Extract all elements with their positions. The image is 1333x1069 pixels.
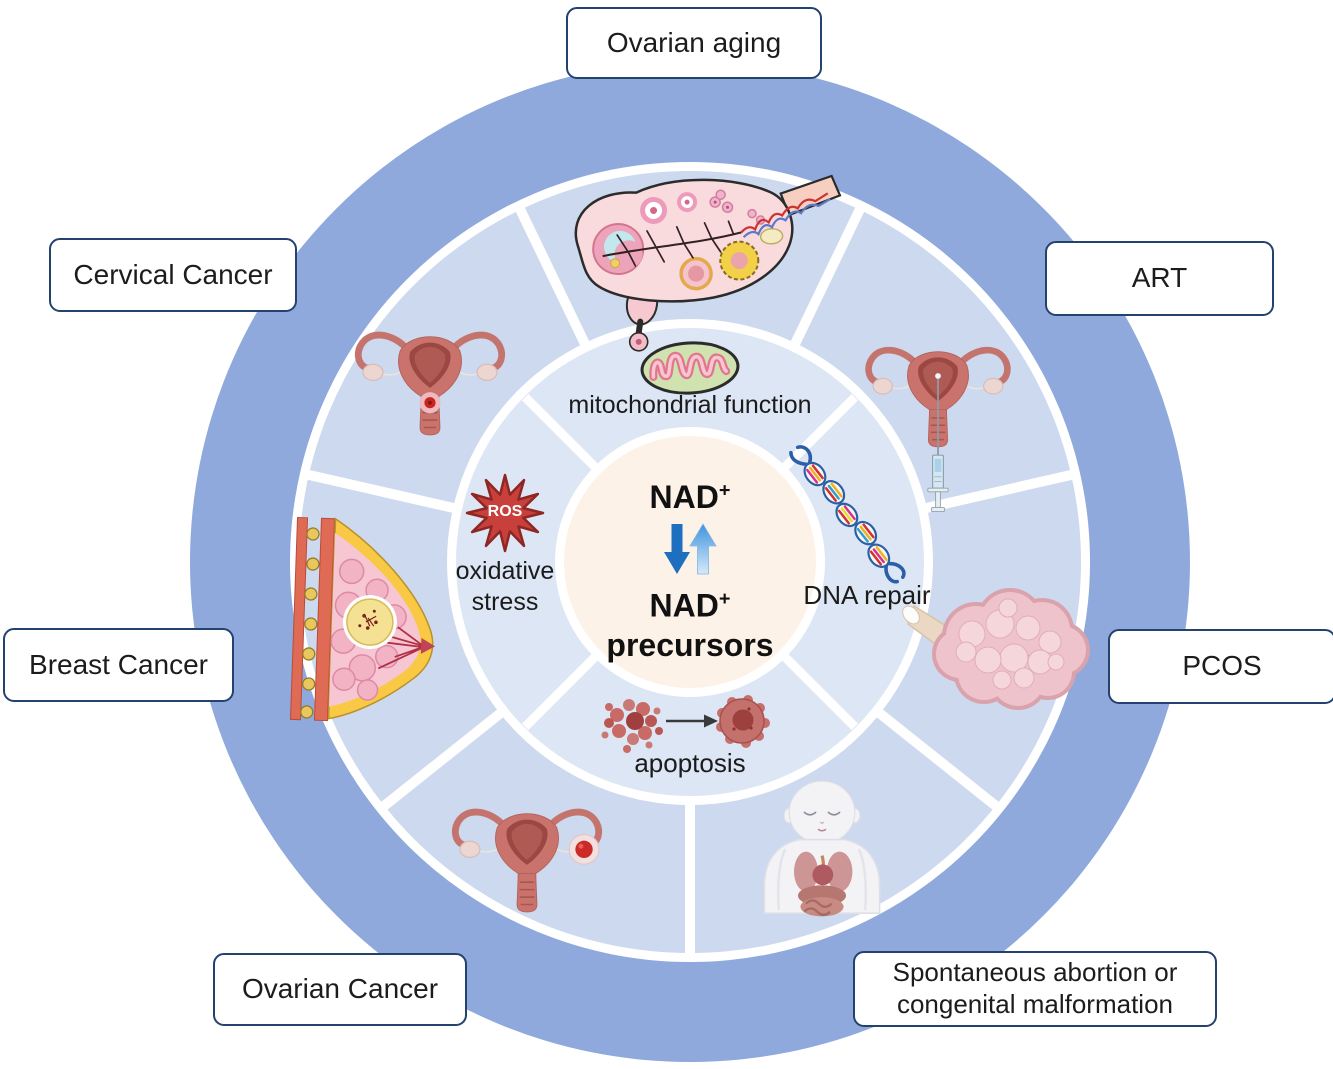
mitochondrial-function-label: mitochondrial function bbox=[568, 391, 812, 419]
uterus-ivf-syringe-illustration bbox=[869, 350, 1008, 513]
label-spontaneous-abortion-line1: Spontaneous abortion or bbox=[892, 957, 1178, 988]
label-spontaneous-abortion-line2: congenital malformation bbox=[896, 989, 1174, 1019]
exchange-arrows-icon bbox=[664, 523, 717, 575]
nad-word: NAD bbox=[649, 479, 719, 515]
ovary-cross-section-illustration bbox=[574, 174, 842, 352]
oxidative-stress-line2: stress bbox=[471, 588, 539, 616]
label-pcos: PCOS bbox=[1108, 629, 1333, 704]
ros-label: ROS bbox=[487, 503, 523, 520]
oxidative-stress-line1: oxidative bbox=[455, 557, 555, 585]
polycystic-ovary-illustration bbox=[902, 588, 1090, 710]
uterus-ovarian-tumor-illustration bbox=[455, 812, 599, 912]
center-nad-top: NAD+ bbox=[590, 479, 790, 516]
mitochondrion-icon bbox=[640, 341, 740, 395]
breast-cross-section-illustration bbox=[289, 516, 436, 722]
label-ovarian-cancer-text: Ovarian Cancer bbox=[241, 973, 439, 1005]
ros-starburst-icon bbox=[465, 473, 545, 553]
label-ovarian-cancer: Ovarian Cancer bbox=[213, 953, 467, 1026]
label-ovarian-aging: Ovarian aging bbox=[566, 7, 822, 79]
label-art-text: ART bbox=[1131, 262, 1188, 294]
label-cervical-cancer-text: Cervical Cancer bbox=[73, 258, 273, 290]
label-breast-cancer-text: Breast Cancer bbox=[29, 648, 208, 680]
fetus-organs-illustration bbox=[763, 780, 881, 917]
nad-precursors-line2: precursors bbox=[606, 626, 774, 663]
label-pcos-text: PCOS bbox=[1182, 650, 1262, 682]
nad-plus: + bbox=[718, 479, 731, 502]
oxidative-stress-label: oxidative stress bbox=[415, 556, 595, 618]
label-art: ART bbox=[1045, 241, 1274, 316]
apoptosis-label: apoptosis bbox=[634, 748, 746, 778]
center-nad-precursors: NAD+ precursors bbox=[565, 580, 815, 665]
label-cervical-cancer: Cervical Cancer bbox=[49, 238, 297, 312]
center-circle bbox=[564, 436, 816, 688]
apoptosis-cells-icon bbox=[601, 695, 770, 753]
label-ovarian-aging-text: Ovarian aging bbox=[606, 26, 782, 58]
dna-helix-icon bbox=[789, 445, 906, 584]
nad-word-2: NAD bbox=[649, 587, 719, 624]
label-spontaneous-abortion: Spontaneous abortion or congenital malfo… bbox=[853, 951, 1217, 1027]
nad-plus-2: + bbox=[718, 588, 731, 610]
nad-precursors-line1: NAD+ bbox=[565, 580, 815, 626]
uterus-cervical-lesion-illustration bbox=[358, 335, 501, 435]
dna-repair-label: DNA repair bbox=[803, 580, 931, 610]
label-breast-cancer: Breast Cancer bbox=[3, 628, 234, 702]
